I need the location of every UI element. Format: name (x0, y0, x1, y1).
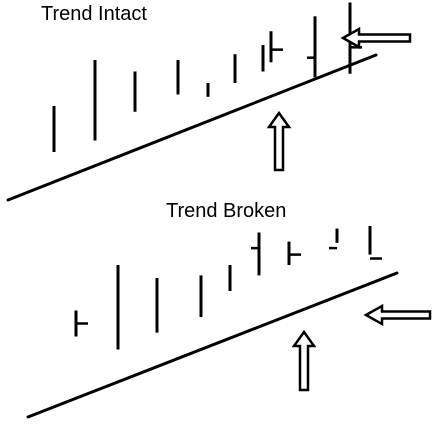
up-arrow-icon (291, 329, 317, 392)
price-bar (287, 241, 301, 265)
price-bar (329, 228, 339, 250)
panel-title-trend-broken: Trend Broken (166, 200, 287, 222)
panel-trend-broken (26, 226, 432, 419)
trendline (26, 271, 399, 419)
left-arrow-icon (340, 26, 412, 50)
trendline (6, 53, 378, 202)
price-bar (307, 16, 317, 78)
panel-title-trend-intact: Trend Intact (41, 3, 147, 25)
price-bar (74, 310, 88, 337)
left-arrow-icon (363, 303, 432, 327)
price-bar (269, 31, 283, 63)
price-bar (251, 232, 261, 276)
up-arrow-icon (266, 110, 292, 172)
panel-trend-intact (6, 2, 412, 202)
price-bar (368, 226, 382, 260)
